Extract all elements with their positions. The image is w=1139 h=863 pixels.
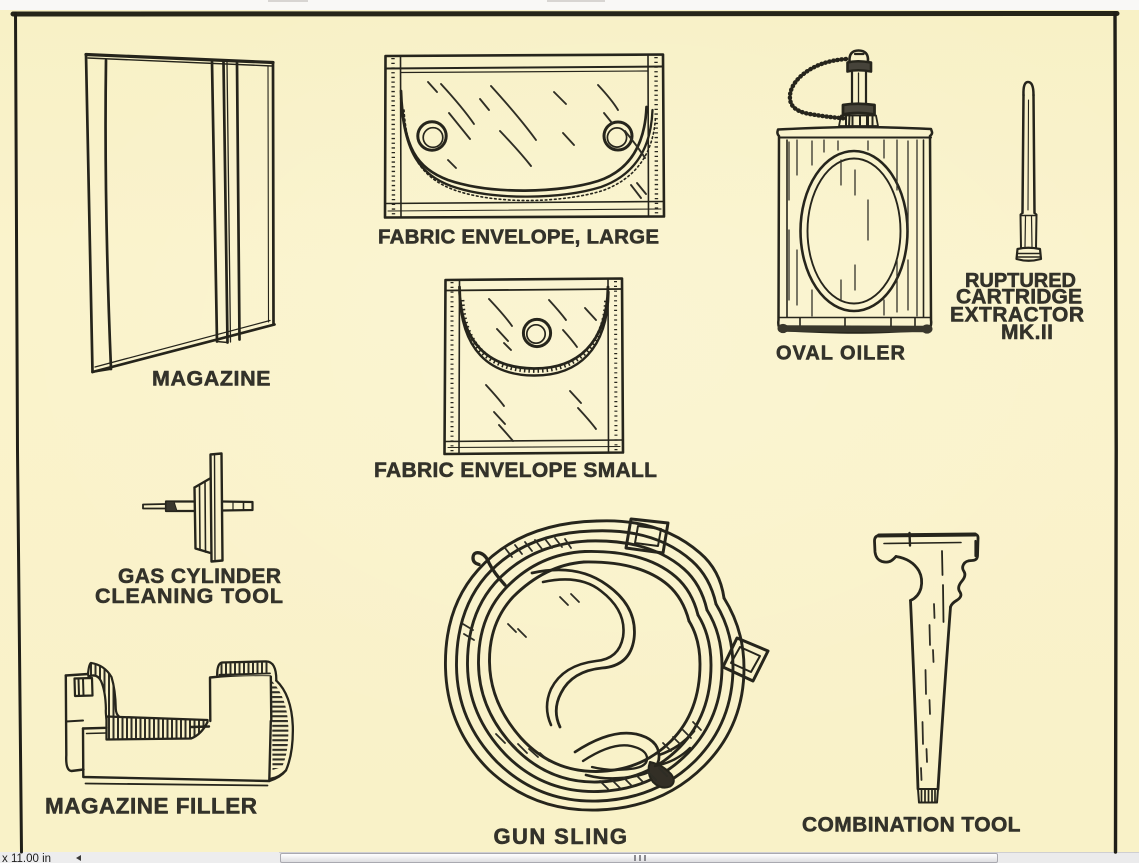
svg-text:MK.II: MK.II	[1001, 321, 1053, 344]
svg-text:OVAL OILER: OVAL OILER	[776, 343, 906, 365]
svg-text:RUPTURED: RUPTURED	[965, 270, 1076, 292]
svg-text:MAGAZINE: MAGAZINE	[152, 367, 271, 391]
svg-text:GUN SLING: GUN SLING	[494, 824, 628, 849]
svg-text:CARTRIDGE: CARTRIDGE	[956, 286, 1082, 309]
svg-text:FABRIC ENVELOPE SMALL: FABRIC ENVELOPE SMALL	[374, 459, 657, 482]
svg-text:EXTRACTOR: EXTRACTOR	[950, 304, 1084, 327]
svg-text:FABRIC ENVELOPE, LARGE: FABRIC ENVELOPE, LARGE	[378, 226, 659, 249]
svg-text:MAGAZINE FILLER: MAGAZINE FILLER	[45, 794, 257, 819]
svg-text:CLEANING TOOL: CLEANING TOOL	[95, 584, 283, 608]
svg-text:COMBINATION TOOL: COMBINATION TOOL	[802, 814, 1021, 837]
svg-text:GAS CYLINDER: GAS CYLINDER	[118, 565, 281, 588]
